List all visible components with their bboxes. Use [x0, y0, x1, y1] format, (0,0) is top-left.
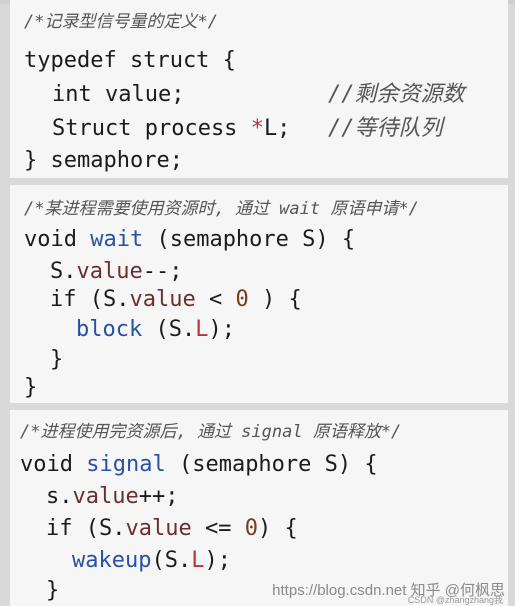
if-close-brace-2: }: [46, 578, 60, 603]
block-call-line: block (S.L);: [76, 317, 235, 342]
if-close-brace: }: [50, 347, 64, 372]
wait-params: (semaphore S) {: [143, 227, 356, 252]
wait-function-panel: /*某进程需要使用资源时, 通过 wait 原语申请*/ void wait (…: [10, 185, 508, 403]
typedef-line: typedef struct {: [24, 48, 236, 73]
l-member-text: L;: [263, 116, 291, 141]
int-value-line: int value;: [52, 82, 185, 107]
wakeup-call-line: wakeup(S.L);: [72, 548, 231, 573]
watermark-sub: CSDN @zhangzhang我: [407, 595, 503, 605]
wait-close-brace: }: [24, 375, 38, 400]
struct-process-line: Struct process *L;: [52, 114, 290, 144]
wait-signature-line: void wait (semaphore S) {: [24, 225, 355, 255]
value-decrement-line: S.value--;: [50, 259, 183, 284]
if-value-le-zero-line: if (S.value <= 0) {: [46, 516, 298, 541]
pointer-asterisk: *: [250, 116, 264, 141]
void-keyword: void: [24, 227, 91, 252]
waiting-queue-comment: //等待队列: [328, 116, 443, 141]
semaphore-close-line: } semaphore;: [24, 148, 183, 173]
if-value-lt-zero-line: if (S.value < 0 ) {: [50, 287, 302, 312]
watermark: https://blog.csdn.net 知乎 @何枫思: [272, 582, 505, 599]
wait-function-name: wait: [90, 227, 144, 252]
wait-comment: /*某进程需要使用资源时, 通过 wait 原语申请*/: [24, 199, 419, 219]
signal-signature-line: void signal (semaphore S) {: [20, 452, 378, 477]
semaphore-definition-panel: /*记录型信号量的定义*/ typedef struct { int value…: [10, 0, 508, 178]
definition-comment: /*记录型信号量的定义*/: [24, 12, 218, 32]
signal-function-panel: /*进程使用完资源后, 通过 signal 原语释放*/ void signal…: [10, 410, 508, 606]
signal-function-name: signal: [86, 452, 166, 477]
wakeup-function-name: wakeup: [72, 548, 152, 573]
signal-comment: /*进程使用完资源后, 通过 signal 原语释放*/: [20, 422, 402, 442]
block-function-name: block: [76, 317, 143, 342]
struct-process-text: Struct process: [52, 116, 251, 141]
remaining-resources-comment: //剩余资源数: [328, 82, 465, 107]
value-increment-line: s.value++;: [46, 484, 179, 509]
